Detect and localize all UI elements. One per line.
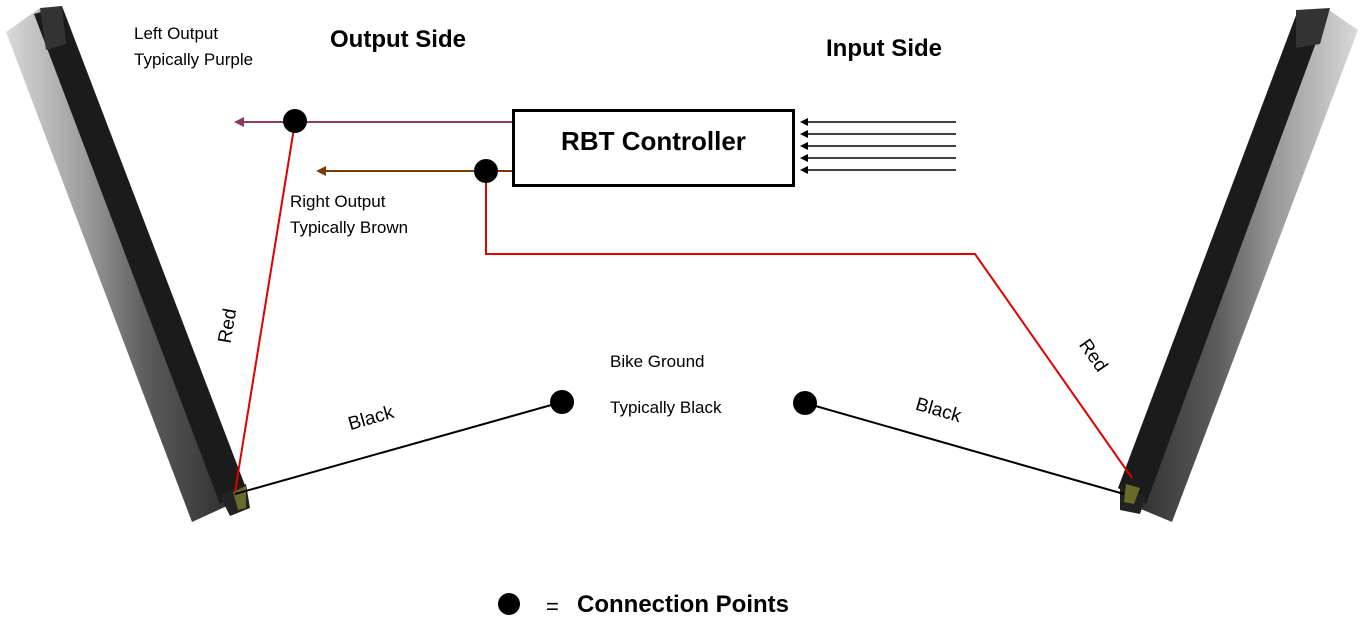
right-output-color-note: Typically Brown — [290, 218, 409, 237]
connection-point-left-output — [283, 109, 307, 133]
controller-label: RBT Controller — [561, 126, 746, 156]
connection-point-right-output — [474, 159, 498, 183]
left-lamp-icon — [6, 6, 250, 522]
legend-label: Connection Points — [577, 591, 789, 618]
right-lamp-icon — [1118, 8, 1358, 522]
black-wire-left — [234, 401, 563, 495]
bike-ground-color-note: Typically Black — [610, 398, 722, 417]
rbt-controller-box: RBT Controller — [512, 109, 795, 187]
left-output-wire — [234, 117, 512, 127]
legend-equals: = — [546, 594, 559, 619]
input-side-heading: Input Side — [826, 35, 942, 62]
legend-connection-dot — [498, 593, 520, 615]
black-wire-right — [804, 402, 1125, 495]
right-output-label: Right Output Typically Brown — [290, 189, 408, 241]
left-output-title: Left Output — [134, 24, 219, 43]
output-side-heading: Output Side — [330, 26, 466, 53]
connection-point-ground-right — [793, 391, 817, 415]
left-output-label: Left Output Typically Purple — [134, 21, 253, 73]
left-output-color-note: Typically Purple — [134, 50, 254, 69]
input-lines — [800, 118, 956, 174]
red-wire-right — [485, 171, 1133, 479]
right-output-title: Right Output — [290, 192, 386, 211]
bike-ground-title: Bike Ground — [610, 352, 705, 371]
red-wire-left — [234, 121, 296, 493]
connection-point-ground-left — [550, 390, 574, 414]
